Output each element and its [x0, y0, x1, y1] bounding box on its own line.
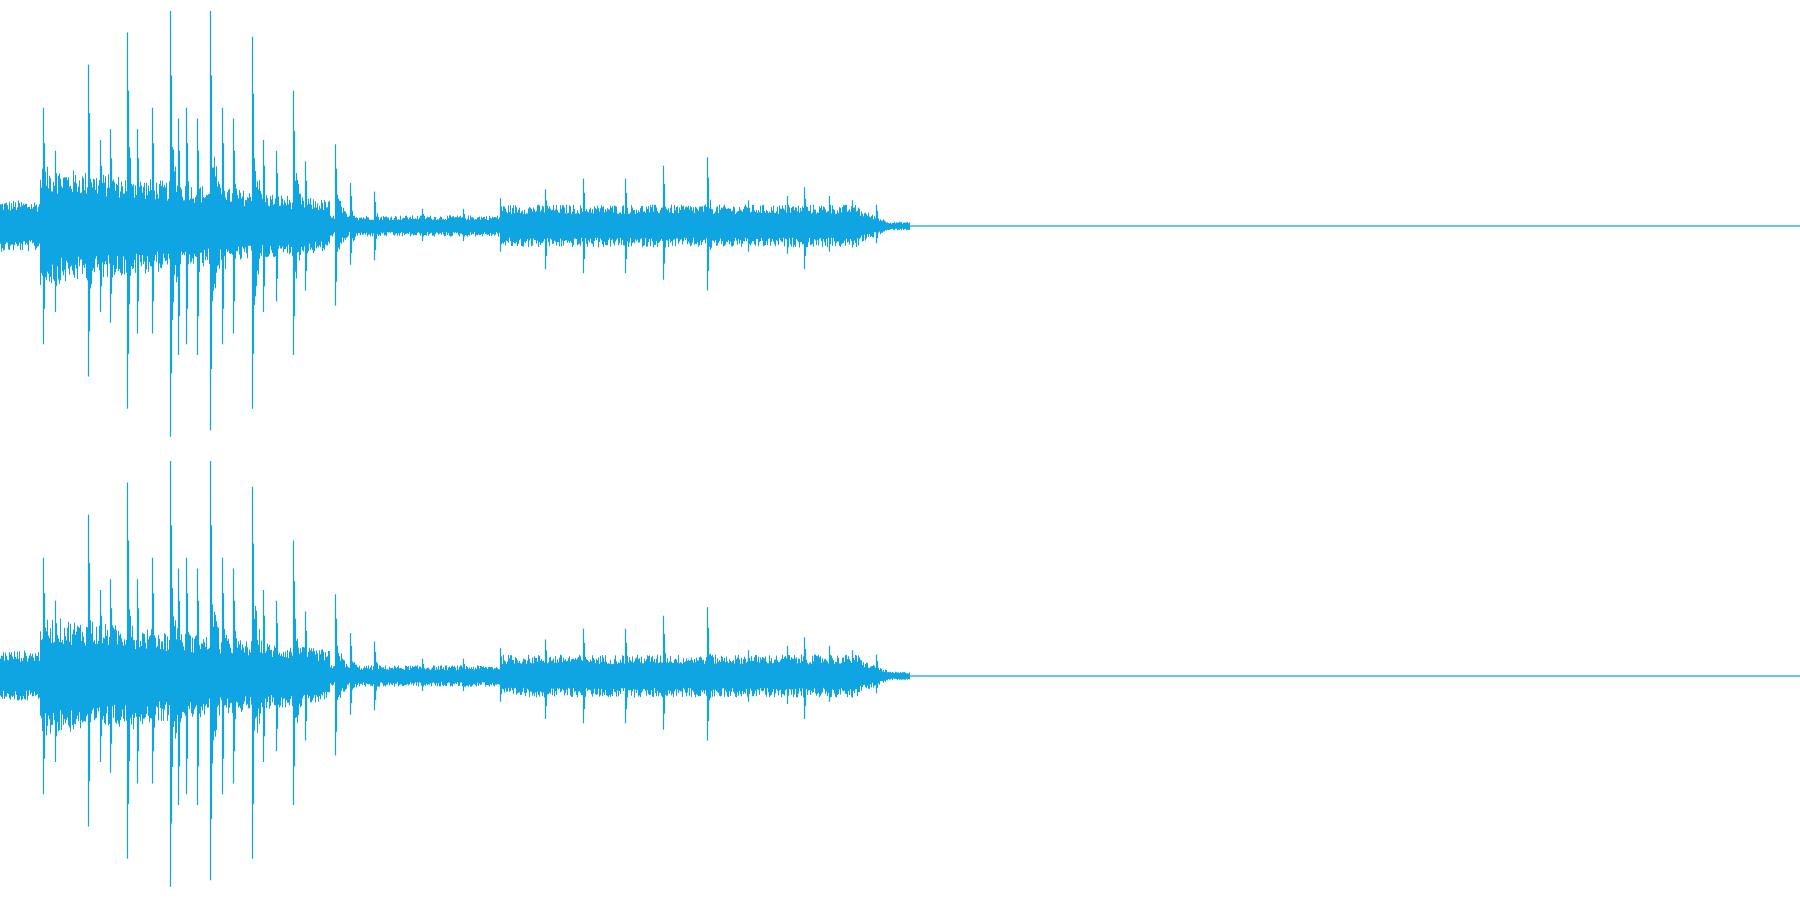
waveform-transients — [42, 461, 879, 887]
waveform-channel-left — [0, 11, 1800, 437]
waveform-channel-right — [0, 461, 1800, 887]
waveform-body — [0, 120, 910, 338]
waveform-body — [0, 575, 910, 770]
waveform-transients — [42, 11, 879, 437]
